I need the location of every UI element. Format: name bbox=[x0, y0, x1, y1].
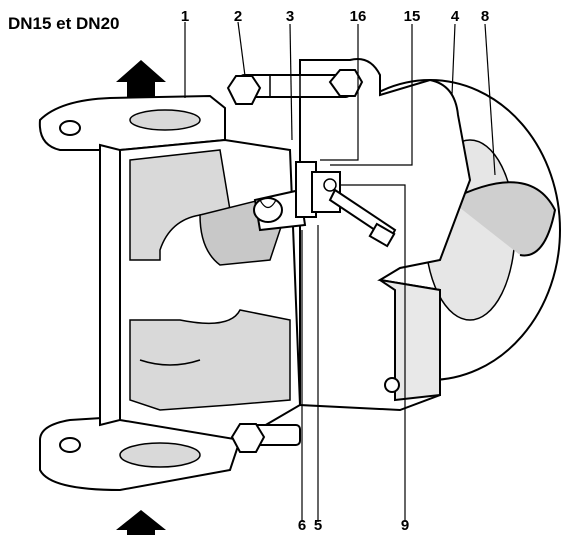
flow-arrow-bottom bbox=[116, 510, 166, 535]
callout-16: 16 bbox=[349, 8, 367, 25]
callout-4: 4 bbox=[450, 8, 460, 25]
lever-pin bbox=[368, 222, 396, 248]
cover-bolt-top bbox=[226, 69, 364, 105]
valve-seat-assembly bbox=[253, 161, 397, 248]
callout-5: 5 bbox=[313, 517, 323, 534]
cover-bolt-hole bbox=[384, 377, 400, 393]
flow-arrow-top bbox=[116, 60, 166, 98]
callout-1: 1 bbox=[180, 8, 190, 25]
callout-8: 8 bbox=[480, 8, 490, 25]
diagram-title: DN15 et DN20 bbox=[8, 14, 120, 33]
callout-leaders bbox=[184, 21, 496, 522]
callout-9: 9 bbox=[400, 517, 410, 534]
callout-2: 2 bbox=[233, 8, 243, 25]
callout-15: 15 bbox=[403, 8, 421, 25]
cover-bolt-bottom bbox=[230, 423, 301, 453]
callout-3: 3 bbox=[285, 8, 295, 25]
callout-6: 6 bbox=[297, 517, 307, 534]
